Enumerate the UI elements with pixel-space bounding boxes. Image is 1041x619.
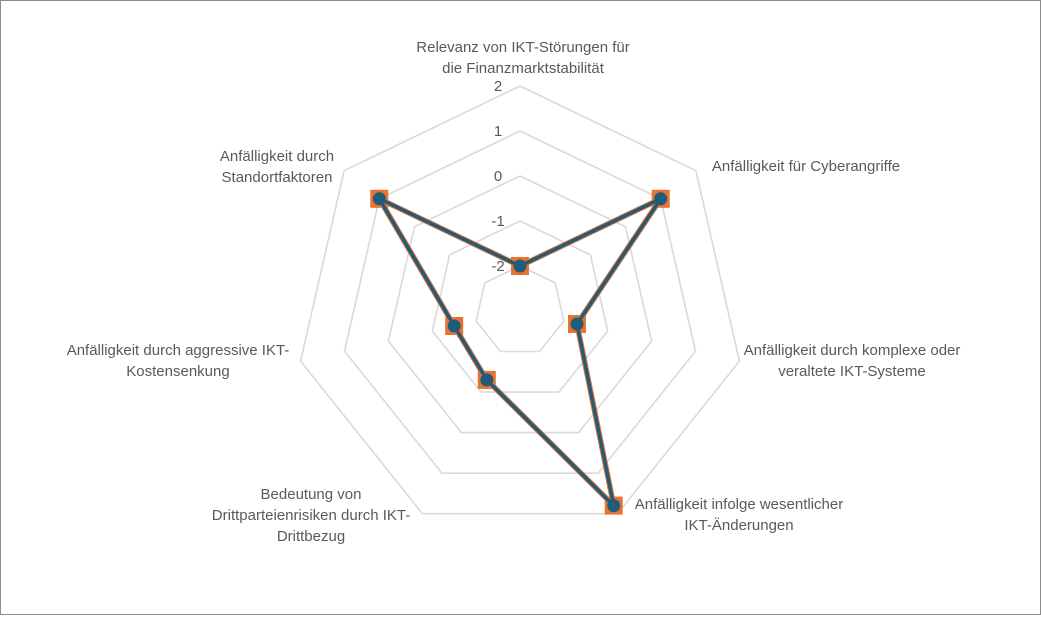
- axis-label-line: Anfälligkeit durch komplexe oder: [744, 342, 961, 359]
- tick-label: -1: [491, 213, 504, 230]
- axis-label: Anfälligkeit durch komplexe oder veraltet…: [744, 342, 961, 380]
- axis-label-line: Drittparteienrisiken durch IKT-: [212, 507, 410, 524]
- series-marker-circle: [570, 317, 584, 331]
- axis-label-line: Anfälligkeit für Cyberangriffe: [712, 158, 900, 175]
- data-series: [370, 189, 670, 515]
- axis-label-line: IKT-Änderungen: [684, 517, 793, 534]
- series-marker-circle: [654, 192, 668, 206]
- grid-ring: [299, 85, 741, 515]
- axis-labels: Relevanz von IKT-Störungen für die Finanz…: [67, 39, 961, 545]
- axis-label-line: Anfälligkeit infolge wesentlicher: [635, 496, 843, 513]
- tick-label: -2: [491, 258, 504, 275]
- series-marker-circle: [513, 259, 527, 273]
- axis-label-line: Kostensenkung: [126, 363, 229, 380]
- axis-label-line: Bedeutung von: [261, 486, 362, 503]
- axis-label-line: Standortfaktoren: [222, 169, 333, 186]
- axis-label-line: Anfälligkeit durch: [220, 148, 334, 165]
- tick-label: 1: [494, 123, 502, 140]
- axis-label-line: Relevanz von IKT-Störungen für: [416, 39, 629, 56]
- grid-ring: [387, 175, 653, 434]
- grid-ring: [431, 220, 609, 393]
- axis-label: Relevanz von IKT-Störungen für die Finanz…: [416, 39, 629, 77]
- series-marker-circle: [447, 319, 461, 333]
- axis-label-line: veraltete IKT-Systeme: [778, 363, 926, 380]
- axis-label: Anfälligkeit durch aggressive IKT- Kosten…: [67, 342, 290, 380]
- axis-label: Anfälligkeit für Cyberangriffe: [712, 158, 900, 175]
- series-marker-circle: [372, 192, 386, 206]
- grid-ring: [343, 130, 697, 475]
- series-line: [377, 197, 663, 508]
- radar-grid: [299, 85, 741, 515]
- series-marker-circle: [607, 499, 621, 513]
- tick-labels: -2 -1 0 1 2: [491, 78, 504, 275]
- tick-label: 0: [494, 168, 502, 185]
- axis-label-line: die Finanzmarktstabilität: [442, 60, 605, 77]
- axis-label-line: Anfälligkeit durch aggressive IKT-: [67, 342, 290, 359]
- axis-label-line: Drittbezug: [277, 528, 345, 545]
- series-marker-circle: [480, 373, 494, 387]
- grid-ring: [475, 265, 565, 353]
- tick-label: 2: [494, 78, 502, 95]
